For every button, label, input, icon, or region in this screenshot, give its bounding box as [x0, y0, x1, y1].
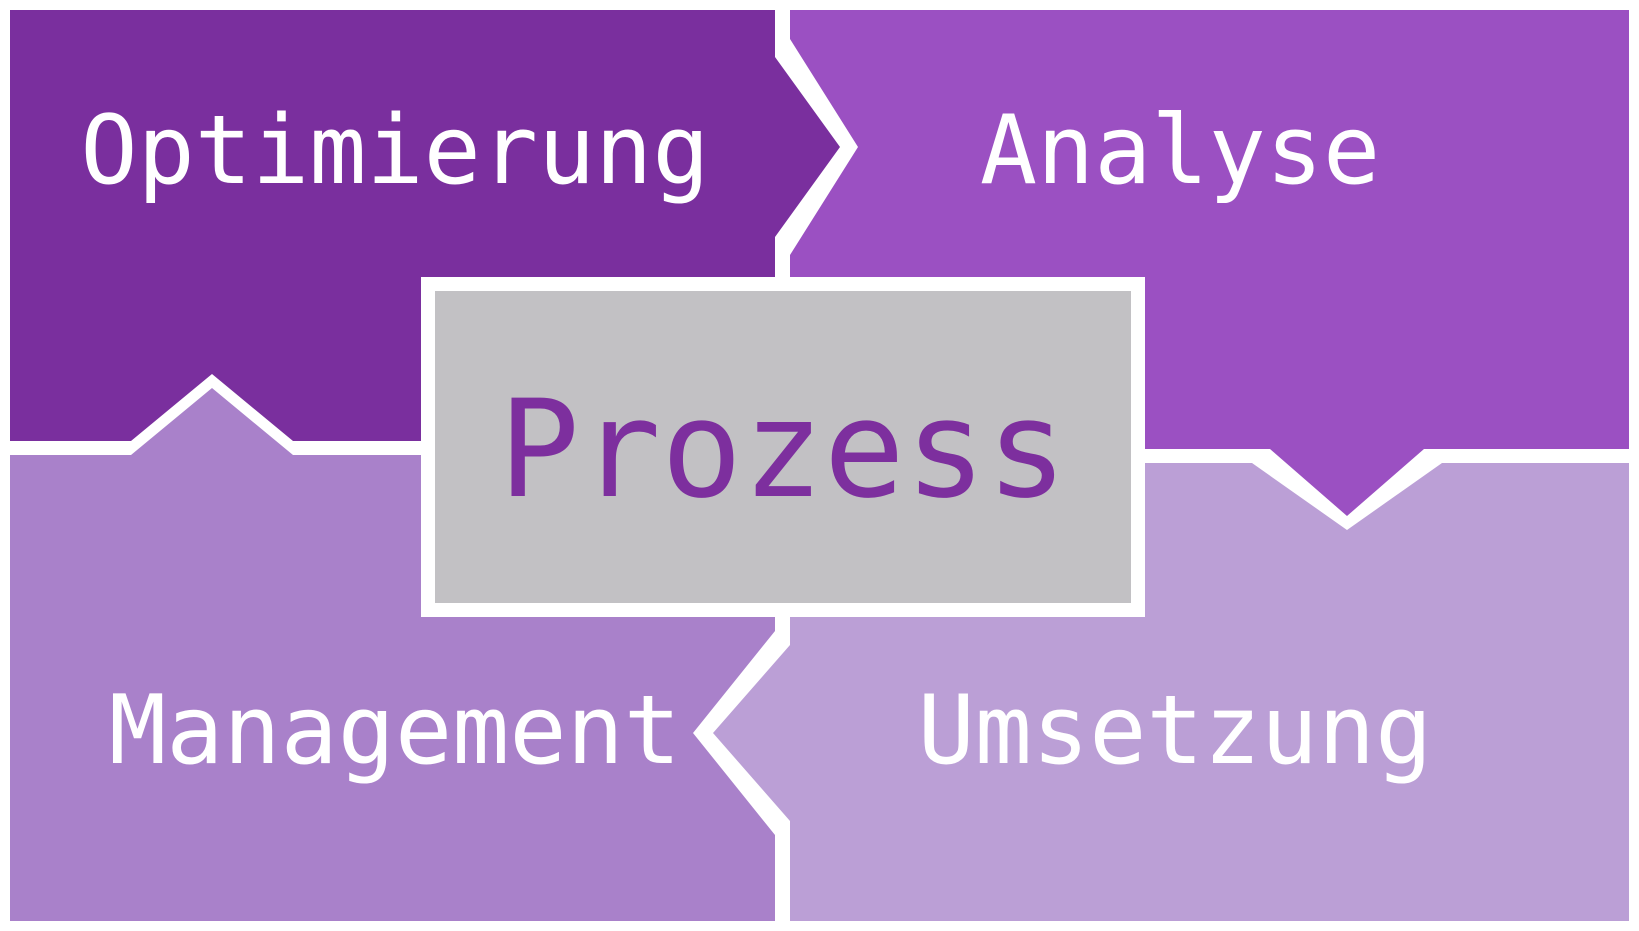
center-label: Prozess: [499, 371, 1068, 528]
optimierung-label: Optimierung: [80, 96, 709, 206]
center-box: [421, 277, 1145, 617]
analyse-label: Analyse: [980, 96, 1380, 206]
umsetzung-label: Umsetzung: [918, 676, 1433, 786]
management-label: Management: [109, 676, 681, 786]
